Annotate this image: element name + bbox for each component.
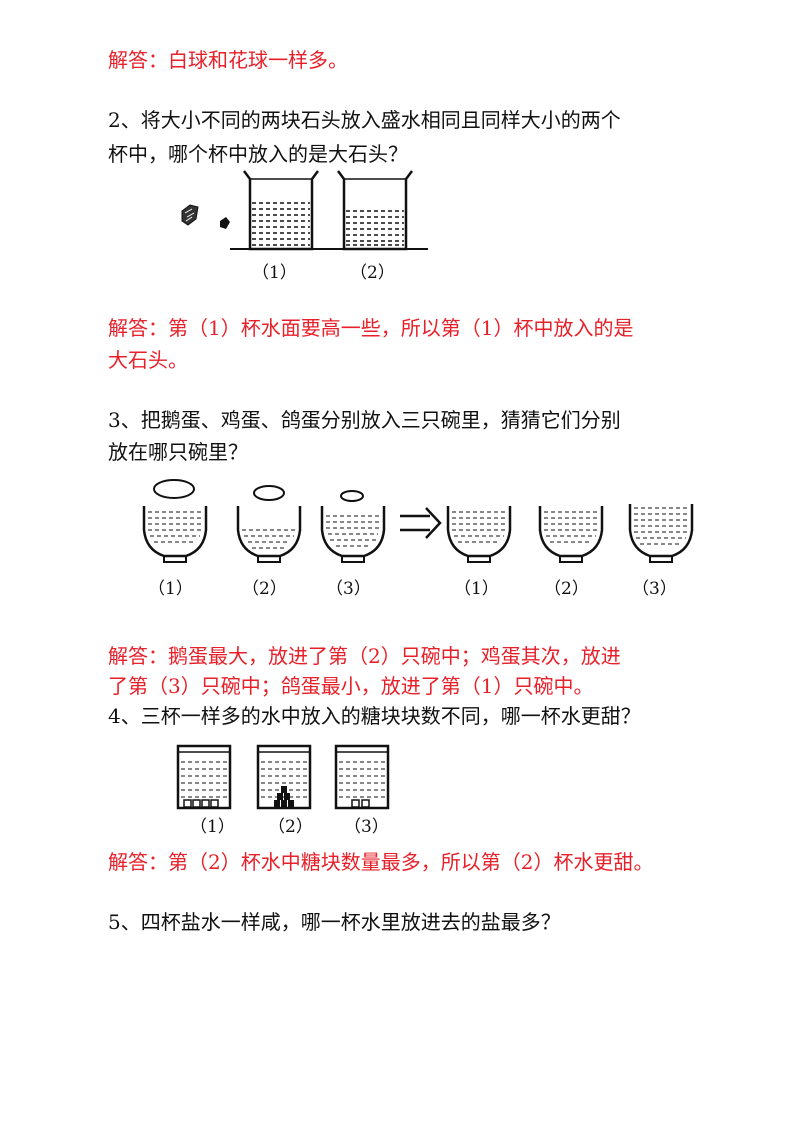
question-4-line-1: 4、三杯一样多的水中放入的糖块块数不同，哪一杯水更甜？ [108, 704, 641, 728]
large-stone-icon [181, 204, 199, 226]
question-5: 5、四杯盐水一样咸，哪一杯水里放进去的盐最多？ [108, 910, 561, 934]
cup-2-label: （2） [268, 817, 313, 837]
beaker-2 [337, 170, 413, 251]
sugar-cups-figure [176, 742, 396, 816]
bowl-right-1 [446, 506, 512, 563]
beaker-1-label: （1） [252, 263, 297, 283]
beaker-1 [243, 170, 319, 251]
cup-1-label: （1） [190, 817, 235, 837]
cup-2 [256, 744, 312, 810]
question-3-line-2: 放在哪只碗里？ [108, 440, 248, 464]
answer-3-line-2: 了第（3）只碗中；鸽蛋最小，放进了第（1）只碗中。 [108, 674, 594, 698]
eggs-bowls-figure [130, 474, 700, 573]
bowl-right-3-label: （3） [632, 579, 677, 599]
question-3-line-1: 3、把鹅蛋、鸡蛋、鸽蛋分别放入三只碗里，猜猜它们分别 [108, 408, 621, 432]
question-2-line-1: 2、将大小不同的两块石头放入盛水相同且同样大小的两个 [108, 108, 621, 132]
cup-3 [334, 744, 390, 810]
answer-4: 解答：第（2）杯水中糖块数量最多，所以第（2）杯水更甜。 [108, 850, 654, 874]
bowl-left-3 [320, 506, 386, 563]
bowl-right-1-label: （1） [454, 579, 499, 599]
bowl-left-1 [142, 506, 208, 563]
bowl-left-2-label: （2） [242, 579, 287, 599]
cup-3-label: （3） [344, 817, 389, 837]
bowl-right-2 [538, 506, 604, 563]
bowl-left-2 [236, 506, 302, 563]
beaker-2-label: （2） [350, 263, 395, 283]
answer-2-line-1: 解答：第（1）杯水面要高一些，所以第（1）杯中放入的是 [108, 316, 634, 340]
cup-1 [176, 744, 232, 810]
bowl-left-3-label: （3） [326, 579, 371, 599]
answer-1: 解答：白球和花球一样多。 [108, 48, 348, 72]
answer-2-line-2: 大石头。 [108, 348, 188, 372]
chicken-egg-icon [253, 485, 285, 501]
bowl-right-2-label: （2） [544, 579, 589, 599]
bowl-right-3 [628, 504, 694, 563]
answer-3-line-1: 解答：鹅蛋最大，放进了第（2）只碗中；鸡蛋其次，放进 [108, 644, 621, 668]
goose-egg-icon [153, 479, 195, 499]
stones-beakers-figure [170, 165, 440, 259]
bowl-left-1-label: （1） [148, 579, 193, 599]
arrow-right-icon [400, 507, 442, 539]
small-stone-icon [220, 217, 230, 229]
question-2-line-2: 杯中，哪个杯中放入的是大石头？ [108, 142, 408, 166]
pigeon-egg-icon [340, 490, 364, 502]
